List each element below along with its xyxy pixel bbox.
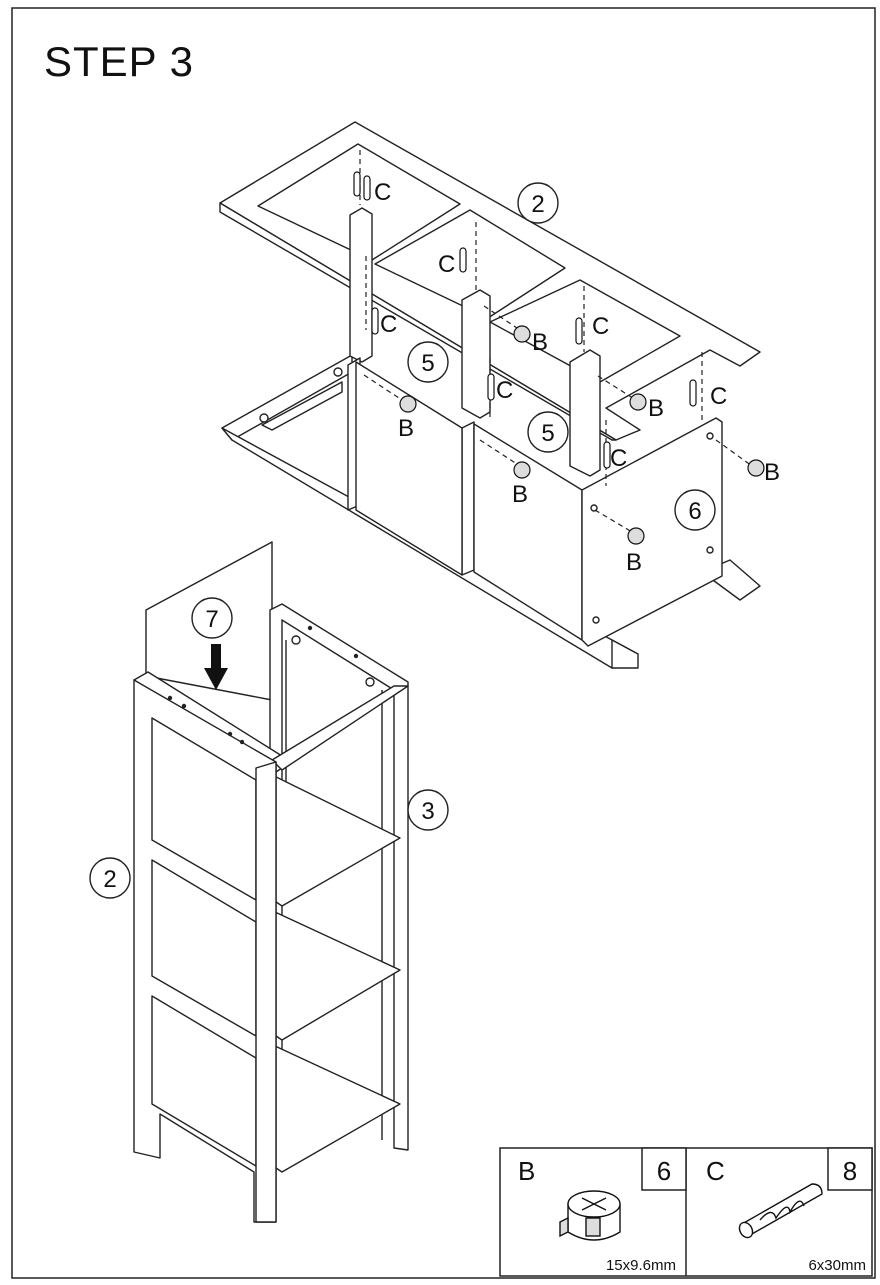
parts-table: B 6 15x9.6mm C 8 6x30mm (499, 1147, 873, 1277)
parts-dowel-qty: 8 (843, 1156, 857, 1186)
label-b: B (512, 481, 528, 508)
label-c: C (710, 383, 727, 410)
top-frame (219, 121, 761, 441)
parts-cam-letter: B (518, 1156, 535, 1186)
cam-lock-icon (559, 1190, 621, 1241)
parts-cam-qty: 6 (657, 1156, 671, 1186)
label-c: C (438, 251, 455, 278)
label-b: B (532, 329, 548, 356)
callout-3: 3 (421, 798, 434, 825)
parts-dowel-size: 6x30mm (808, 1257, 866, 1274)
parts-dowel-letter: C (706, 1156, 725, 1186)
callout-5-left: 5 (421, 350, 434, 377)
callout-2-side: 2 (103, 866, 116, 893)
down-arrow-icon (204, 644, 228, 690)
dowel-icon (738, 1183, 823, 1239)
dowel-icons (353, 171, 697, 469)
tower-assembly (133, 541, 409, 1223)
callout-7: 7 (205, 606, 218, 633)
label-c: C (592, 313, 609, 340)
callout-6: 6 (688, 498, 701, 525)
end-panel-6 (581, 417, 723, 647)
label-b: B (398, 415, 414, 442)
callout-5-right: 5 (541, 420, 554, 447)
parts-cam-size: 15x9.6mm (606, 1257, 676, 1274)
label-c: C (496, 377, 513, 404)
panel-5-left (355, 361, 463, 576)
label-c: C (610, 445, 627, 472)
label-b: B (626, 549, 642, 576)
label-c: C (374, 179, 391, 206)
label-b: B (764, 459, 780, 486)
step-title: STEP 3 (44, 38, 194, 85)
top-assembly (219, 121, 765, 669)
cam-lock-icons (399, 325, 765, 545)
page-border (11, 7, 876, 1279)
callout-2-top: 2 (531, 191, 544, 218)
hardware-letter-labels: C C C C C C C B B B B B B (374, 179, 780, 576)
part-callouts-tower: 7 3 2 (89, 597, 449, 899)
label-c: C (380, 311, 397, 338)
label-b: B (648, 395, 664, 422)
part-callouts-top: 2 5 5 6 (407, 182, 716, 531)
